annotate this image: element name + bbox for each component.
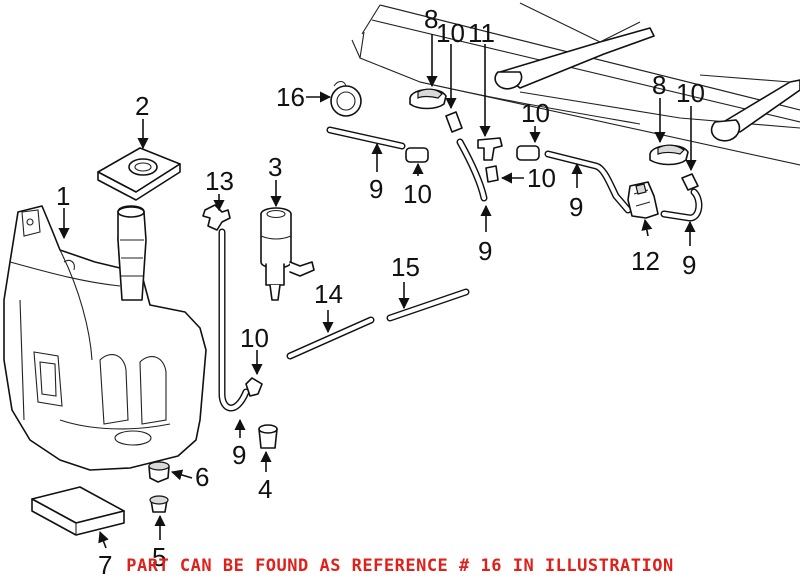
connector-10-upper-b — [405, 147, 429, 163]
callout-11: 11 — [468, 18, 495, 48]
washer-nozzle-left — [409, 88, 447, 110]
callout-9-lower-left: 9 — [232, 440, 246, 470]
foam-pad — [31, 486, 125, 536]
pump-grommet — [258, 424, 278, 449]
callout-6: 6 — [195, 462, 209, 492]
callout-9-upper-left: 9 — [369, 174, 383, 204]
reference-16-cap — [330, 80, 362, 117]
cowl-panel — [351, 4, 800, 166]
tee-fitting — [477, 137, 503, 161]
callout-10-top: 10 — [436, 18, 465, 48]
callout-10-upper-left: 10 — [403, 179, 432, 209]
callout-10-far-right: 10 — [676, 78, 705, 108]
washer-pump — [260, 207, 315, 301]
callout-10-lower: 10 — [240, 323, 269, 353]
hose-pump-to-nozzle — [218, 228, 250, 412]
hose-segment-14 — [286, 316, 375, 360]
callout-9-right-lower: 9 — [682, 250, 696, 280]
connector-10-right — [681, 173, 699, 191]
washer-nozzle-right — [649, 144, 689, 166]
reservoir-plug — [149, 495, 169, 513]
callout-5: 5 — [152, 542, 166, 572]
callout-9-center: 9 — [478, 236, 492, 266]
callout-16: 16 — [276, 82, 305, 112]
callout-15: 15 — [391, 252, 420, 282]
wiper-arm-left — [494, 2, 655, 90]
footer-note: PART CAN BE FOUND AS REFERENCE # 16 IN I… — [126, 556, 674, 576]
callout-7: 7 — [98, 550, 112, 580]
callout-labels: 1 2 3 4 5 6 7 8 8 9 9 9 9 9 10 10 10 10 … — [56, 4, 705, 580]
washer-reservoir — [3, 205, 207, 471]
wiper-arm-right — [699, 74, 800, 142]
hose-upper-left — [326, 126, 406, 150]
callout-8-left: 8 — [424, 4, 438, 34]
callout-3: 3 — [268, 152, 282, 182]
connector-10-upper-c — [516, 145, 540, 161]
callout-10-upper-center: 10 — [521, 98, 550, 128]
callout-14: 14 — [314, 279, 343, 309]
callout-8-right: 8 — [652, 70, 666, 100]
callout-9-right-upper: 9 — [569, 192, 583, 222]
callout-13: 13 — [205, 166, 234, 196]
connector-10-lower — [245, 377, 263, 397]
hose-segment-15 — [386, 288, 470, 322]
callout-4: 4 — [258, 474, 272, 504]
reservoir-cap — [97, 147, 181, 201]
leader-lines — [58, 34, 697, 549]
hose-clip — [627, 181, 659, 219]
callout-12: 12 — [631, 246, 660, 276]
hose-upper-right — [544, 150, 632, 214]
hose-connector — [202, 204, 231, 231]
reservoir-grommet — [148, 461, 170, 483]
callout-10-center-right: 10 — [527, 163, 556, 193]
callout-1: 1 — [56, 181, 70, 211]
hose-upper-curved — [456, 138, 488, 202]
connector-10-upper-d — [485, 165, 499, 183]
callout-2: 2 — [135, 91, 149, 121]
connector-10-upper-a — [445, 111, 463, 133]
hose-right-lower — [660, 188, 703, 222]
